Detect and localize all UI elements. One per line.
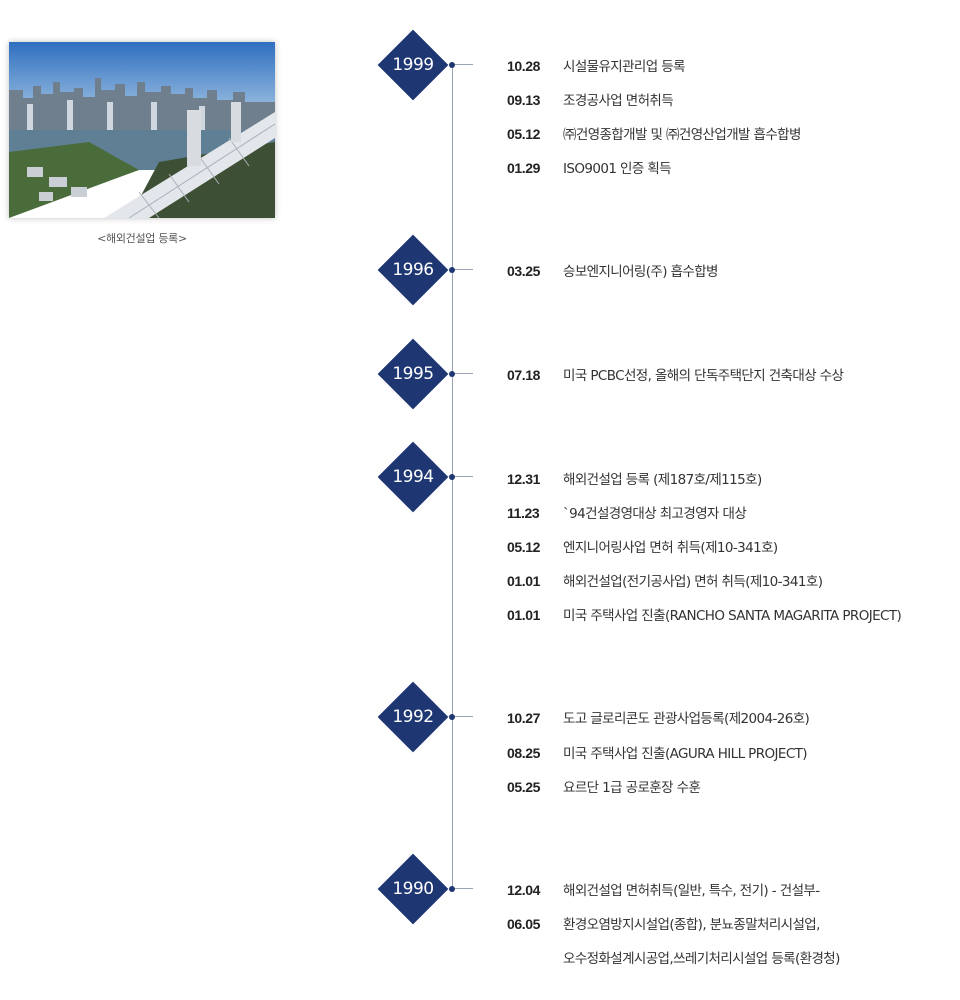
event-date: 05.12 xyxy=(507,539,541,555)
connector-line xyxy=(455,269,473,270)
event-item: 12.31 해외건설업 등록 (제187호/제115호) xyxy=(507,462,762,496)
event-date: 09.13 xyxy=(507,92,541,108)
event-item: 05.12 엔지니어링사업 면허 취득(제10-341호) xyxy=(507,530,778,564)
event-text: 해외건설업 면허취득(일반, 특수, 전기) - 건설부- xyxy=(563,883,820,899)
year-label: 1996 xyxy=(392,260,434,280)
event-date: 03.25 xyxy=(507,263,541,279)
event-text: 요르단 1급 공로훈장 수훈 xyxy=(563,780,701,796)
connector-line xyxy=(455,888,473,889)
event-item: 10.27 도고 글로리콘도 관광사업등록(제2004-26호) xyxy=(507,701,810,735)
event-text: 도고 글로리콘도 관광사업등록(제2004-26호) xyxy=(563,711,810,727)
event-text: 엔지니어링사업 면허 취득(제10-341호) xyxy=(563,540,778,556)
event-item: 01.01 해외건설업(전기공사업) 면허 취득(제10-341호) xyxy=(507,564,823,598)
event-item: 01.01 미국 주택사업 진출(RANCHO SANTA MAGARITA PR… xyxy=(507,598,902,632)
event-item: 05.25 요르단 1급 공로훈장 수훈 xyxy=(507,770,701,804)
event-item: 11.23 `94건설경영대상 최고경영자 대상 xyxy=(507,496,747,530)
event-text: 승보엔지니어링(주) 흡수합병 xyxy=(563,264,718,280)
year-diamond: 1992 xyxy=(377,681,449,753)
connector-line xyxy=(455,476,473,477)
event-item: 01.29 ISO9001 인증 획득 xyxy=(507,151,672,185)
event-date: 01.01 xyxy=(507,607,541,623)
event-text: 해외건설업(전기공사업) 면허 취득(제10-341호) xyxy=(563,574,823,590)
event-date: 01.01 xyxy=(507,573,541,589)
event-item: 09.13 조경공사업 면허취득 xyxy=(507,83,674,117)
year-label: 1994 xyxy=(392,467,434,487)
event-date: 05.25 xyxy=(507,779,541,795)
event-date: 11.23 xyxy=(507,505,540,521)
year-diamond: 1994 xyxy=(377,441,449,513)
event-date: 12.31 xyxy=(507,471,541,487)
event-item: 05.12 ㈜건영종합개발 및 ㈜건영산업개발 흡수합병 xyxy=(507,117,801,151)
city-bridge-photo xyxy=(9,42,275,218)
event-date: 01.29 xyxy=(507,160,541,176)
event-date: 08.25 xyxy=(507,745,541,761)
timeline-dot xyxy=(449,62,455,68)
timeline-dot xyxy=(449,371,455,377)
year-label: 1995 xyxy=(392,364,434,384)
event-text: 미국 주택사업 진출(AGURA HILL PROJECT) xyxy=(563,746,808,762)
photo-caption: <해외건설업 등록> xyxy=(97,232,187,245)
event-text: `94건설경영대상 최고경영자 대상 xyxy=(563,506,747,522)
event-text: 미국 주택사업 진출(RANCHO SANTA MAGARITA PROJECT… xyxy=(563,608,902,624)
event-text: ISO9001 인증 획득 xyxy=(563,161,672,177)
timeline-dot xyxy=(449,474,455,480)
connector-line xyxy=(455,373,473,374)
year-label: 1999 xyxy=(392,55,434,75)
event-item: 08.25 미국 주택사업 진출(AGURA HILL PROJECT) xyxy=(507,736,808,770)
timeline-dot xyxy=(449,714,455,720)
year-diamond: 1990 xyxy=(377,853,449,925)
event-text: 오수정화설계시공업,쓰레기처리시설업 등록(환경청) xyxy=(563,951,840,967)
event-item: 오수정화설계시공업,쓰레기처리시설업 등록(환경청) xyxy=(507,941,840,975)
connector-line xyxy=(455,716,473,717)
event-item: 10.28 시설물유지관리업 등록 xyxy=(507,49,686,83)
event-date: 10.27 xyxy=(507,710,541,726)
year-diamond: 1995 xyxy=(377,338,449,410)
event-date: 10.28 xyxy=(507,58,541,74)
event-date: 06.05 xyxy=(507,916,541,932)
connector-line xyxy=(455,64,473,65)
event-item: 12.04 해외건설업 면허취득(일반, 특수, 전기) - 건설부- xyxy=(507,873,820,907)
event-date: 07.18 xyxy=(507,367,541,383)
event-item: 03.25 승보엔지니어링(주) 흡수합병 xyxy=(507,254,718,288)
event-date: 05.12 xyxy=(507,126,541,142)
skyline-image xyxy=(9,42,275,218)
event-text: 시설물유지관리업 등록 xyxy=(563,59,686,75)
year-diamond: 1996 xyxy=(377,234,449,306)
event-date: 12.04 xyxy=(507,882,541,898)
event-text: 미국 PCBC선정, 올해의 단독주택단지 건축대상 수상 xyxy=(563,368,844,384)
year-label: 1990 xyxy=(392,879,434,899)
event-text: ㈜건영종합개발 및 ㈜건영산업개발 흡수합병 xyxy=(563,127,801,143)
event-item: 07.18 미국 PCBC선정, 올해의 단독주택단지 건축대상 수상 xyxy=(507,358,844,392)
timeline-dot xyxy=(449,886,455,892)
event-item: 06.05 환경오염방지시설업(종합), 분뇨종말처리시설업, xyxy=(507,907,820,941)
event-text: 조경공사업 면허취득 xyxy=(563,93,674,109)
year-label: 1992 xyxy=(392,707,434,727)
timeline-dot xyxy=(449,267,455,273)
year-diamond: 1999 xyxy=(377,29,449,101)
event-text: 환경오염방지시설업(종합), 분뇨종말처리시설업, xyxy=(563,917,820,933)
event-text: 해외건설업 등록 (제187호/제115호) xyxy=(563,472,762,488)
